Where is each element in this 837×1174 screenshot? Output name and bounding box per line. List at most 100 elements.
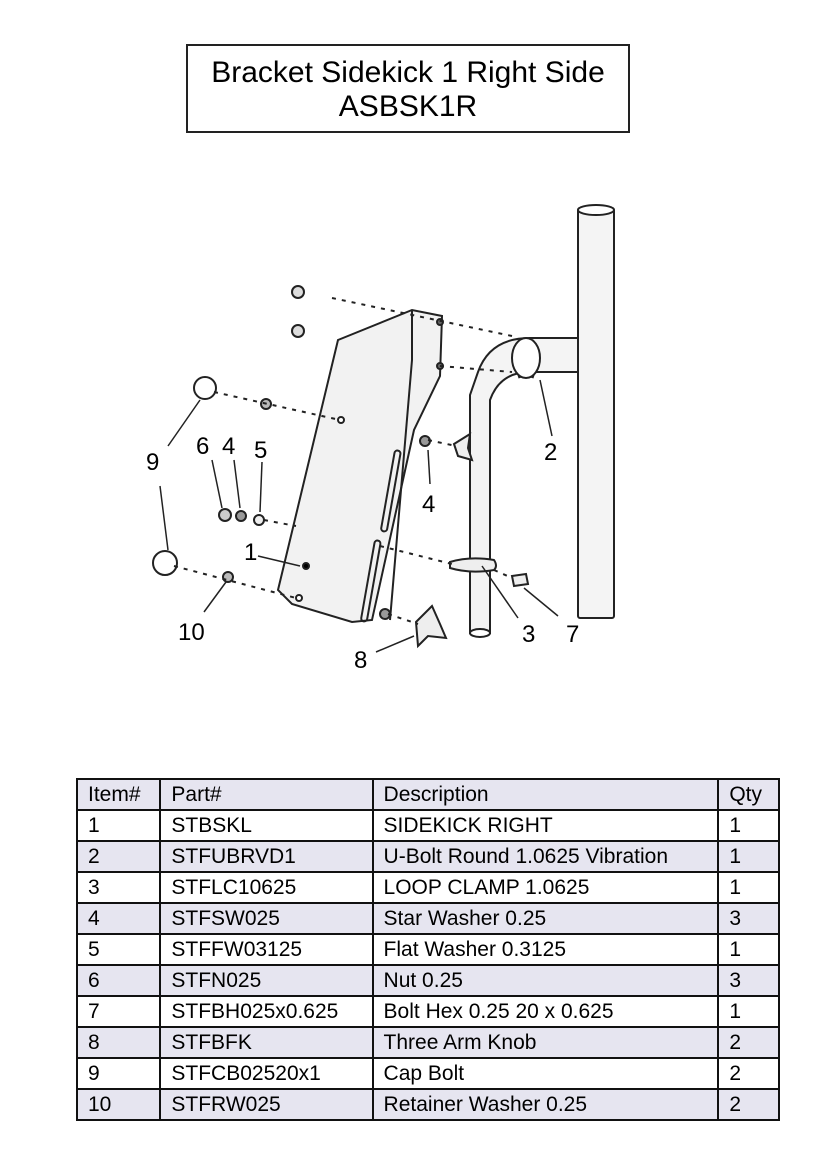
- vertical-pole-top: [577, 204, 615, 216]
- bent-tube-end: [469, 628, 491, 638]
- assembly-line-h: [493, 569, 513, 579]
- bracket-flange: [389, 310, 413, 621]
- cell-part: STBSKL: [159, 809, 374, 842]
- cell-qty: 1: [717, 933, 780, 966]
- hole-c: [337, 416, 345, 424]
- hole-d: [302, 562, 310, 570]
- table-row: 8 STFBFK Three Arm Knob 2: [75, 1026, 780, 1059]
- cell-item: 4: [75, 902, 162, 935]
- cap-bolt-upper: [193, 376, 217, 400]
- cell-part: STFBH025x0.625: [159, 995, 374, 1028]
- cell-description: LOOP CLAMP 1.0625: [371, 871, 720, 904]
- cell-description: Flat Washer 0.3125: [371, 933, 720, 966]
- parts-table: Item# Part# Description Qty 1 STBSKL SID…: [75, 778, 780, 1121]
- hole-e: [295, 594, 303, 602]
- vertical-pole: [577, 207, 615, 619]
- cell-qty: 1: [717, 809, 780, 842]
- cell-qty: 1: [717, 995, 780, 1028]
- callout-2: 2: [544, 439, 557, 466]
- flat-washer-5: [253, 514, 265, 526]
- assembly-line-e: [173, 565, 297, 599]
- assembly-line-b: [439, 365, 513, 373]
- callout-10: 10: [178, 619, 205, 646]
- header-description: Description: [371, 778, 720, 811]
- cell-description: Star Washer 0.25: [371, 902, 720, 935]
- header-qty: Qty: [717, 778, 780, 811]
- exploded-diagram: 9 6 4 5 2 4 1 10 8 3 7: [146, 204, 615, 674]
- knob-lower: [414, 604, 448, 649]
- table-row: 2 STFUBRVD1 U-Bolt Round 1.0625 Vibratio…: [75, 840, 780, 873]
- hex-bolt-7: [510, 572, 530, 588]
- callout-8: 8: [354, 647, 367, 674]
- table-row: 6 STFN025 Nut 0.25 3: [75, 964, 780, 997]
- cell-part: STFCB02520x1: [159, 1057, 374, 1090]
- bracket-plate: [276, 308, 444, 624]
- cell-part: STFUBRVD1: [159, 840, 374, 873]
- star-washer-4: [235, 510, 247, 522]
- nut-top-1: [291, 285, 305, 299]
- assembly-line-i: [387, 613, 419, 625]
- u-bolt-ring: [511, 337, 541, 379]
- title-box: Bracket Sidekick 1 Right Side ASBSK1R: [186, 44, 630, 133]
- callout-7: 7: [566, 621, 579, 648]
- cell-item: 7: [75, 995, 162, 1028]
- cell-description: Retainer Washer 0.25: [371, 1088, 720, 1121]
- table-row: 10 STFRW025 Retainer Washer 0.25 2: [75, 1088, 780, 1121]
- cell-item: 1: [75, 809, 162, 842]
- callout-1: 1: [244, 539, 257, 566]
- cell-part: STFSW025: [159, 902, 374, 935]
- loop-clamp: [449, 557, 497, 573]
- cell-description: Three Arm Knob: [371, 1026, 720, 1059]
- cap-bolt-lower: [152, 550, 178, 576]
- header-part: Part#: [159, 778, 374, 811]
- assembly-line-d: [263, 519, 297, 527]
- cell-description: Bolt Hex 0.25 20 x 0.625: [371, 995, 720, 1028]
- title-part-number: ASBSK1R: [338, 90, 478, 123]
- cell-item: 6: [75, 964, 162, 997]
- table-row: 1 STBSKL SIDEKICK RIGHT 1: [75, 809, 780, 842]
- cell-description: Cap Bolt: [371, 1057, 720, 1090]
- cell-qty: 1: [717, 871, 780, 904]
- cell-part: STFLC10625: [159, 871, 374, 904]
- table-row: 4 STFSW025 Star Washer 0.25 3: [75, 902, 780, 935]
- nut-6: [218, 508, 232, 522]
- cell-description: Nut 0.25: [371, 964, 720, 997]
- cell-part: STFN025: [159, 964, 374, 997]
- header-item: Item#: [75, 778, 162, 811]
- assembly-line-a: [331, 297, 513, 337]
- cell-qty: 2: [717, 1026, 780, 1059]
- assembly-line-c: [213, 391, 341, 421]
- upper-slot: [380, 449, 402, 533]
- cell-part: STFBFK: [159, 1026, 374, 1059]
- table-header-row: Item# Part# Description Qty: [75, 778, 780, 811]
- callout-6: 6: [196, 433, 209, 460]
- horizontal-arm: [530, 337, 579, 373]
- cell-qty: 2: [717, 1088, 780, 1121]
- cell-part: STFRW025: [159, 1088, 374, 1121]
- cell-item: 5: [75, 933, 162, 966]
- cell-description: SIDEKICK RIGHT: [371, 809, 720, 842]
- table-row: 5 STFFW03125 Flat Washer 0.3125 1: [75, 933, 780, 966]
- nut-top-2: [291, 324, 305, 338]
- callout-5: 5: [254, 437, 267, 464]
- table-row: 3 STFLC10625 LOOP CLAMP 1.0625 1: [75, 871, 780, 904]
- callout-9: 9: [146, 449, 159, 476]
- cell-description: U-Bolt Round 1.0625 Vibration: [371, 840, 720, 873]
- bent-tube: [469, 337, 531, 634]
- cell-qty: 3: [717, 902, 780, 935]
- cell-item: 9: [75, 1057, 162, 1090]
- title-line-1: Bracket Sidekick 1 Right Side: [211, 56, 605, 89]
- cell-item: 3: [75, 871, 162, 904]
- callout-4-left: 4: [222, 433, 235, 460]
- assembly-line-f: [427, 439, 457, 447]
- assembly-line-g: [379, 545, 453, 565]
- cell-qty: 1: [717, 840, 780, 873]
- callout-4-right: 4: [422, 491, 435, 518]
- retainer-washer-10: [222, 571, 234, 583]
- cell-part: STFFW03125: [159, 933, 374, 966]
- cell-qty: 3: [717, 964, 780, 997]
- knob-upper: [452, 432, 474, 462]
- cell-item: 2: [75, 840, 162, 873]
- cell-qty: 2: [717, 1057, 780, 1090]
- cell-item: 8: [75, 1026, 162, 1059]
